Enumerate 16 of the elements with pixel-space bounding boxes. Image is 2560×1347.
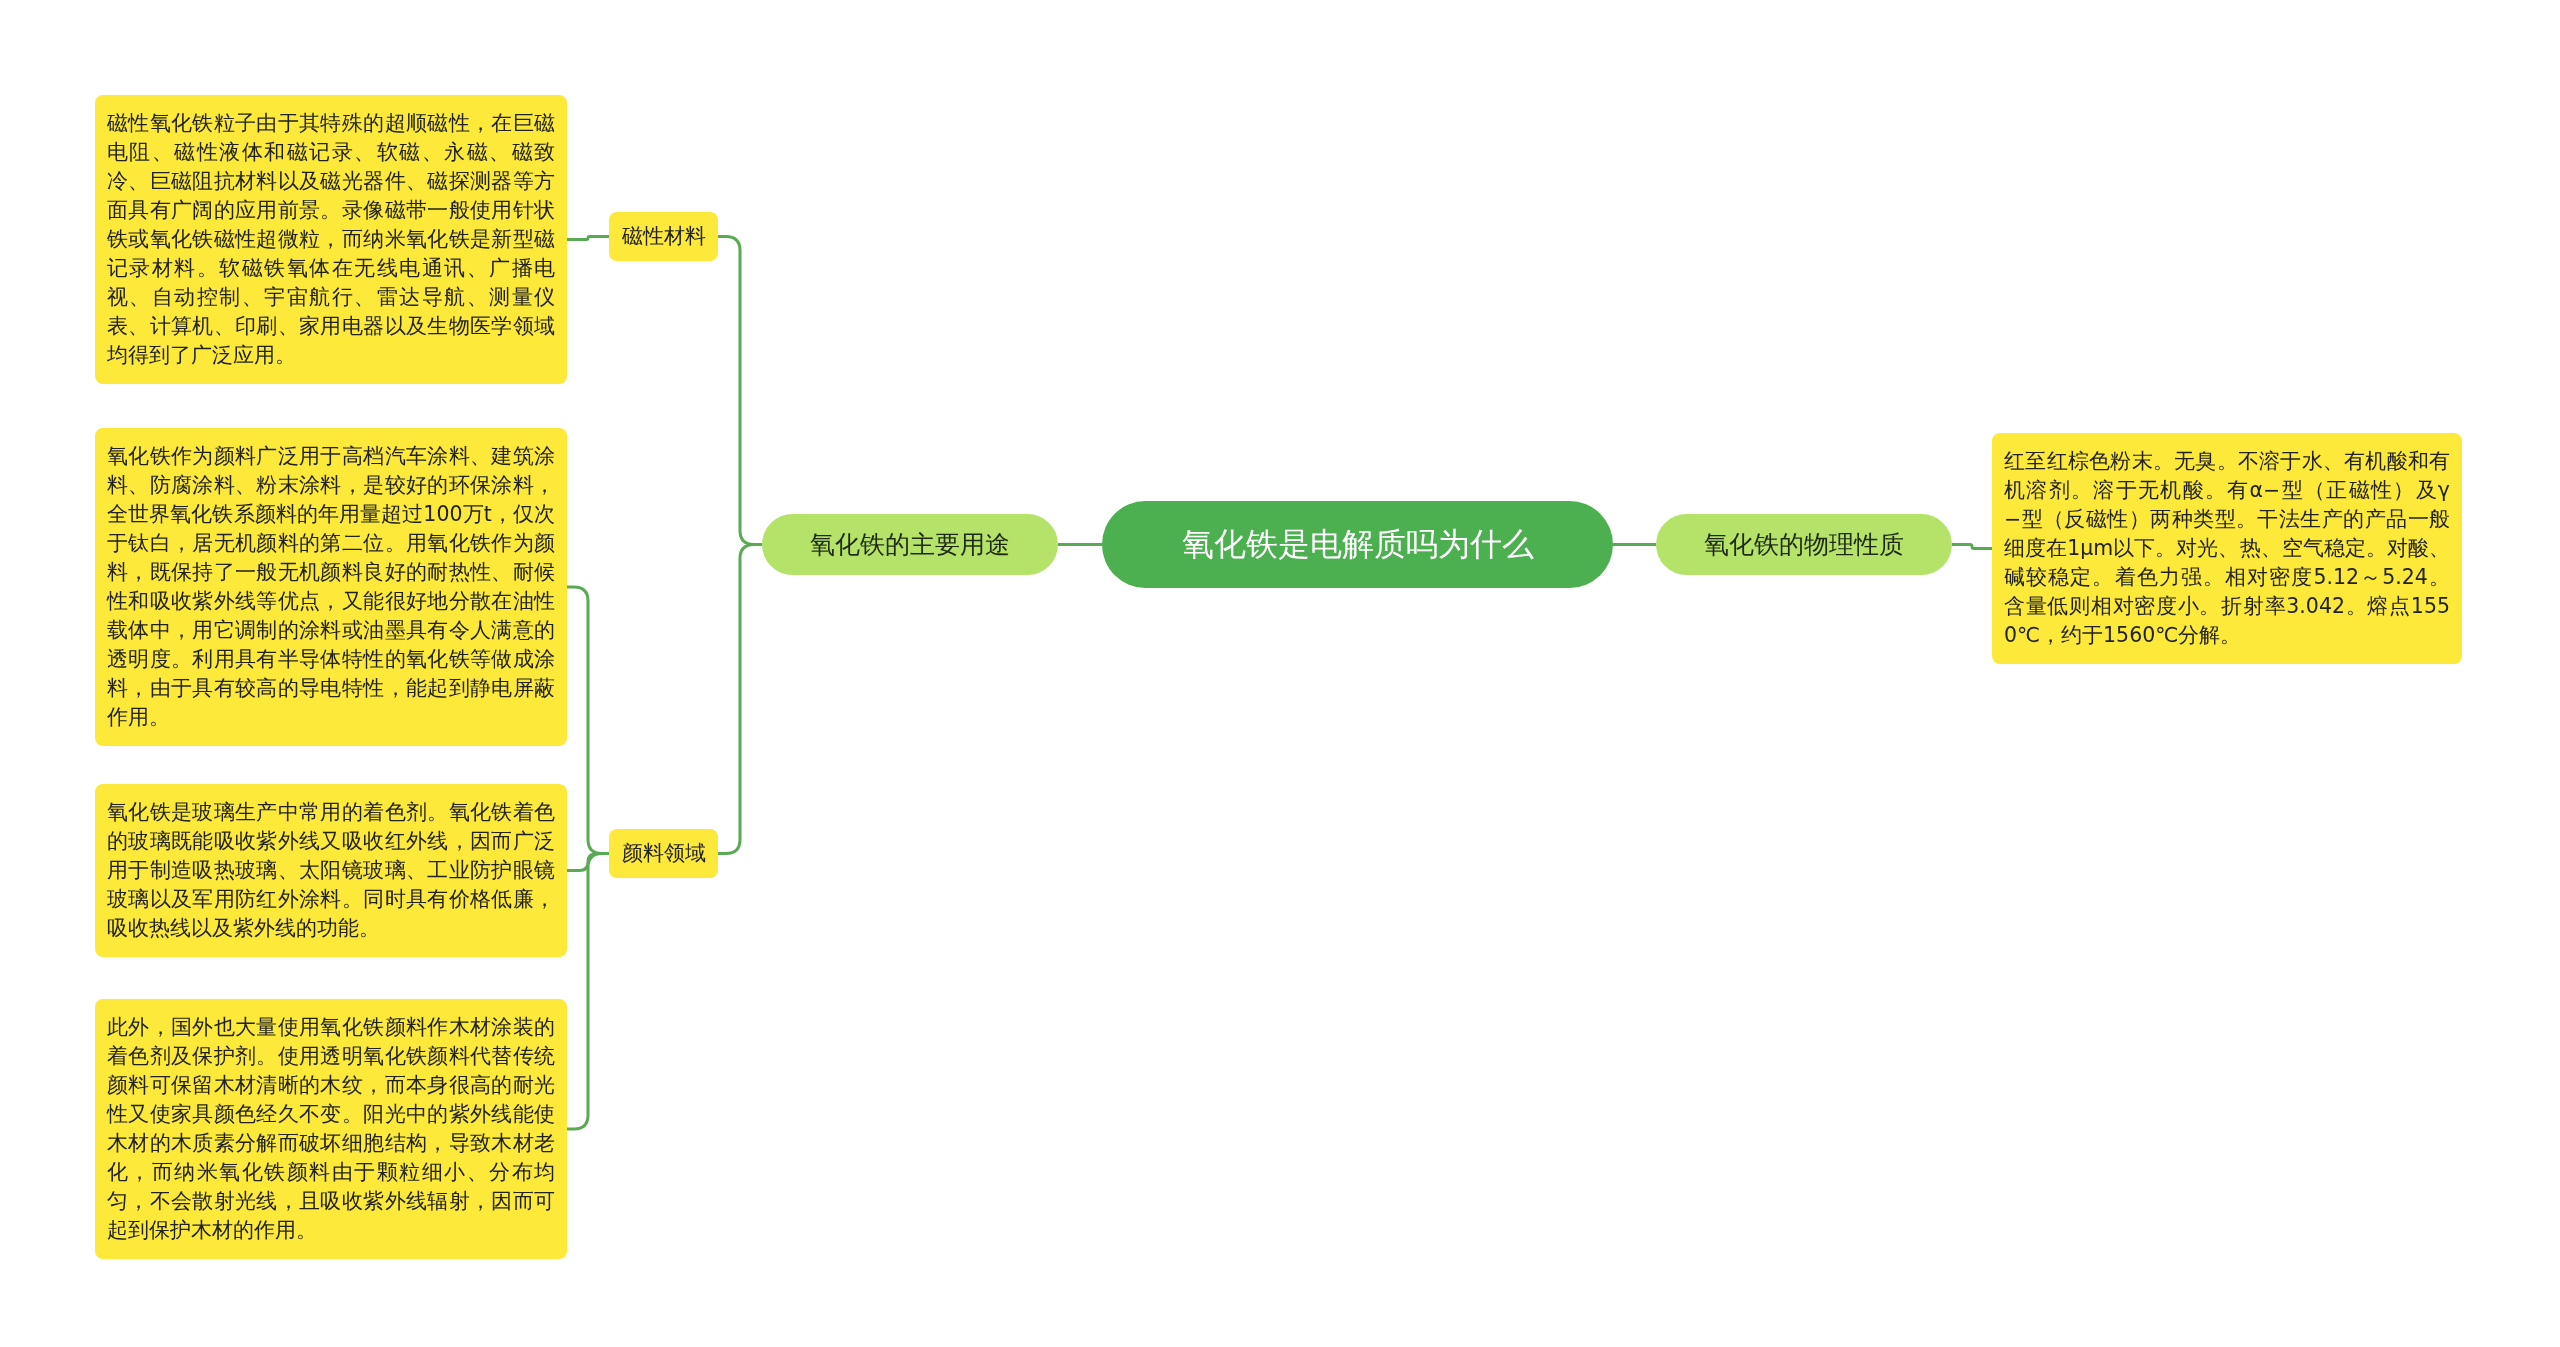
text-card: 氧化铁是玻璃生产中常用的着色剂。氧化铁着色的玻璃既能吸收紫外线又吸收红外线，因而广泛用于制造吸热玻璃、太阳镜玻璃、工业防护眼镜玻璃以及军用防红外涂料。同时具有价格低廉，吸收热线以及紫外线的功能。 xyxy=(95,784,567,957)
branch-topic: 氧化铁的主要用途 xyxy=(762,514,1058,575)
subtopic-box: 磁性材料 xyxy=(609,212,718,261)
connector-line xyxy=(718,543,762,855)
text-card: 此外，国外也大量使用氧化铁颜料作木材涂装的着色剂及保护剂。使用透明氧化铁颜料代替传统颜料可保留木材清晰的木纹，而本身很高的耐光性又使家具颜色经久不变。阳光中的紫外线能使木材的木质素分解而破坏细胞结构，导致木材老化，而纳米氧化铁颜料由于颗粒细小、分布均匀，不会散射光线，且吸收紫外线辐射，因而可起到保护木材的作用。 xyxy=(95,999,567,1259)
connector-line xyxy=(1952,543,1992,550)
branch-topic: 氧化铁的物理性质 xyxy=(1656,514,1952,575)
root-topic: 氧化铁是电解质吗为什么 xyxy=(1102,501,1613,588)
connector-line xyxy=(1058,543,1102,546)
text-card: 红至红棕色粉末。无臭。不溶于水、有机酸和有机溶剂。溶于无机酸。有α−型（正磁性）及γ−型（反磁性）两种类型。干法生产的产品一般细度在1μm以下。对光、热、空气稳定。对酸、碱较稳定。着色力强。相对密度5.12～5.24。含量低则相对密度小。折射率3.042。熔点1550℃，约于1560℃分解。 xyxy=(1992,433,2462,664)
connector-line xyxy=(567,852,609,1131)
text-card: 磁性氧化铁粒子由于其特殊的超顺磁性，在巨磁电阻、磁性液体和磁记录、软磁、永磁、磁致冷、巨磁阻抗材料以及磁光器件、磁探测器等方面具有广阔的应用前景。录像磁带一般使用针状铁或氧化铁磁性超微粒，而纳米氧化铁是新型磁记录材料。软磁铁氧体在无线电通讯、广播电视、自动控制、宇宙航行、雷达导航、测量仪表、计算机、印刷、家用电器以及生物医学领域均得到了广泛应用。 xyxy=(95,95,567,384)
text-card: 氧化铁作为颜料广泛用于高档汽车涂料、建筑涂料、防腐涂料、粉末涂料，是较好的环保涂料，全世界氧化铁系颜料的年用量超过100万t，仅次于钛白，居无机颜料的第二位。用氧化铁作为颜料，既保持了一般无机颜料良好的耐热性、耐候性和吸收紫外线等优点，又能很好地分散在油性载体中，用它调制的涂料或油墨具有令人满意的透明度。利用具有半导体特性的氧化铁等做成涂料，由于具有较高的导电特性，能起到静电屏蔽作用。 xyxy=(95,428,567,746)
subtopic-box: 颜料领域 xyxy=(609,829,718,878)
connector-line xyxy=(567,235,609,241)
connector-line xyxy=(1613,543,1656,546)
